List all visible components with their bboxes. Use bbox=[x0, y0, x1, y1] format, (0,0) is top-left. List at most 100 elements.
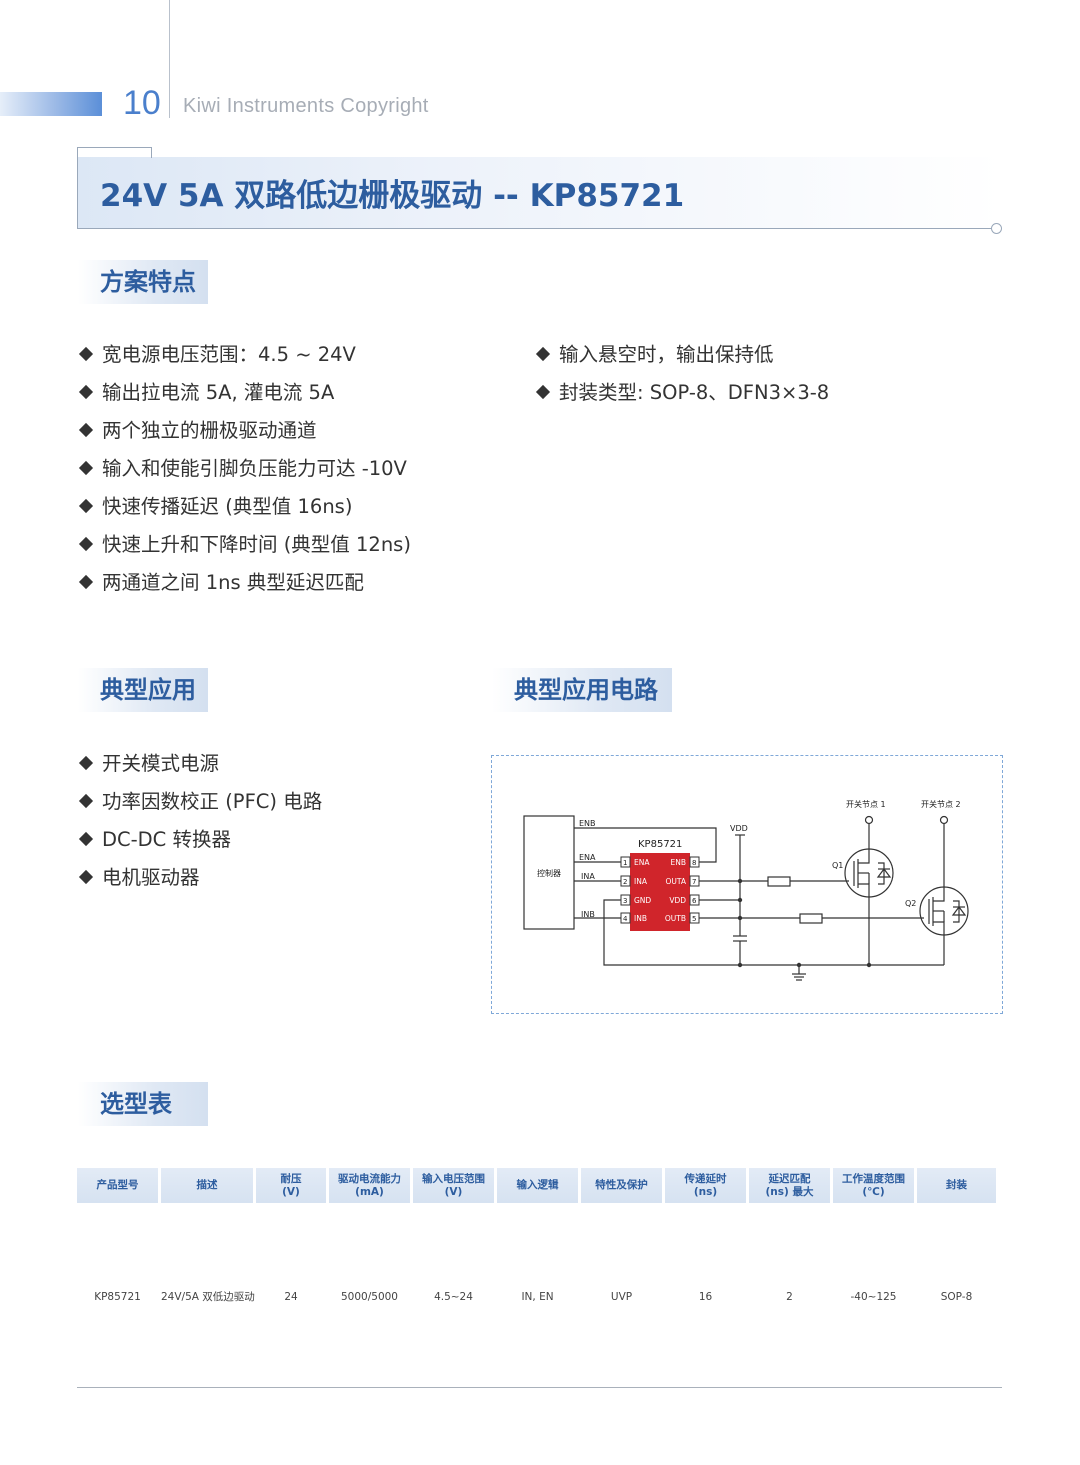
table-header-cell: 封装 bbox=[917, 1168, 996, 1203]
pin-name-inb: INB bbox=[634, 914, 647, 923]
table-header-text: 封装 bbox=[946, 1179, 967, 1191]
resistor-r1 bbox=[767, 876, 791, 887]
diamond-bullet-icon bbox=[78, 460, 94, 476]
section-circuit: 典型应用电路 bbox=[492, 668, 672, 712]
list-item-text: 功率因数校正 (PFC) 电路 bbox=[102, 790, 323, 813]
table-header-text: (V) bbox=[444, 1185, 463, 1198]
diamond-bullet-icon bbox=[78, 755, 94, 771]
q2-label: Q2 bbox=[905, 899, 916, 908]
list-item: 开关模式电源 bbox=[78, 745, 322, 783]
title-banner bbox=[77, 157, 1002, 229]
table-cell: SOP-8 bbox=[940, 1291, 973, 1303]
ctrl-pin-inb: INB bbox=[581, 910, 595, 919]
pin-num-3: 3 bbox=[623, 897, 627, 905]
switch-node-1 bbox=[864, 815, 874, 825]
table-header-text: (ns) 最大 bbox=[765, 1185, 814, 1198]
list-item: DC-DC 转换器 bbox=[78, 821, 322, 859]
list-item: 两通道之间 1ns 典型延迟匹配 bbox=[78, 564, 411, 602]
list-item: 快速上升和下降时间 (典型值 12ns) bbox=[78, 526, 411, 564]
list-item: 输入和使能引脚负压能力可达 -10V bbox=[78, 450, 411, 488]
table-header-cell: 描述 bbox=[161, 1168, 253, 1203]
list-item: 输出拉电流 5A, 灌电流 5A bbox=[78, 374, 411, 412]
table-header-cell: 输入电压范围(V) bbox=[413, 1168, 494, 1203]
table-cell: IN, EN bbox=[521, 1291, 554, 1303]
list-item-text: 快速上升和下降时间 (典型值 12ns) bbox=[102, 533, 411, 556]
header-accent-bar bbox=[0, 92, 102, 116]
diamond-bullet-icon bbox=[78, 346, 94, 362]
diamond-bullet-icon bbox=[78, 831, 94, 847]
switch-node-2-label: 开关节点 2 bbox=[921, 799, 961, 809]
table-header-cell: 输入逻辑 bbox=[497, 1168, 578, 1203]
list-item-text: 快速传播延迟 (典型值 16ns) bbox=[102, 495, 353, 518]
controller-box bbox=[523, 815, 575, 930]
table-header-cell: 驱动电流能力(mA) bbox=[329, 1168, 410, 1203]
table-cell: KP85721 bbox=[94, 1291, 141, 1303]
list-item-text: 两个独立的栅极驱动通道 bbox=[102, 419, 317, 442]
diamond-bullet-icon bbox=[535, 346, 551, 362]
pin-num-2: 2 bbox=[623, 878, 627, 886]
table-header-row: 产品型号描述耐压(V)驱动电流能力(mA)输入电压范围(V)输入逻辑特性及保护传… bbox=[77, 1168, 1002, 1203]
header-divider bbox=[169, 0, 170, 118]
table-header-text: 传递延时 bbox=[684, 1172, 727, 1185]
table-header-text: 工作温度范围 bbox=[842, 1172, 905, 1185]
list-item: 输入悬空时，输出保持低 bbox=[535, 336, 829, 374]
title-line-end-dot bbox=[991, 223, 1002, 234]
vdd-label: VDD bbox=[730, 824, 748, 833]
table-cell: 5000/5000 bbox=[341, 1291, 398, 1303]
table-header-cell: 产品型号 bbox=[77, 1168, 158, 1203]
ctrl-pin-ina: INA bbox=[581, 872, 595, 881]
features-list-left: 宽电源电压范围：4.5 ~ 24V 输出拉电流 5A, 灌电流 5A 两个独立的栅极… bbox=[78, 336, 411, 602]
circuit-frame: 控制器 KP85721 VDD 开关节点 1 开关节点 2 Q1 Q2 ENB … bbox=[491, 755, 1003, 1014]
table-header-text: (V) bbox=[282, 1185, 300, 1198]
features-list-right: 输入悬空时，输出保持低封装类型: SOP-8、DFN3×3-8 bbox=[535, 336, 829, 412]
table-header-cell: 耐压(V) bbox=[256, 1168, 326, 1203]
table-cell: 24 bbox=[284, 1291, 298, 1303]
pin-num-5: 5 bbox=[692, 915, 696, 923]
pin-name-outa: OUTA bbox=[665, 877, 686, 886]
pin-name-vdd: VDD bbox=[669, 896, 686, 905]
list-item: 功率因数校正 (PFC) 电路 bbox=[78, 783, 323, 821]
table-header-text: 特性及保护 bbox=[595, 1179, 648, 1191]
bottom-divider bbox=[77, 1387, 1002, 1388]
section-selection: 选型表 bbox=[78, 1082, 208, 1126]
table-header-text: 输入电压范围 bbox=[422, 1172, 485, 1185]
table-header-cell: 特性及保护 bbox=[581, 1168, 662, 1203]
pin-name-ena: ENA bbox=[634, 858, 650, 867]
controller-label: 控制器 bbox=[537, 868, 561, 878]
ctrl-pin-ena: ENA bbox=[579, 853, 596, 862]
table-header-cell: 传递延时(ns) bbox=[665, 1168, 746, 1203]
list-item-text: 输出拉电流 5A, 灌电流 5A bbox=[102, 381, 335, 404]
pin-name-ina: INA bbox=[634, 877, 648, 886]
title-notch bbox=[77, 147, 152, 158]
list-item-text: 输入和使能引脚负压能力可达 -10V bbox=[102, 457, 407, 480]
table-cell: -40~125 bbox=[850, 1291, 897, 1303]
pin-num-1: 1 bbox=[623, 859, 627, 867]
list-item: 电机驱动器 bbox=[78, 859, 322, 897]
table-header-text: (mA) bbox=[355, 1185, 384, 1198]
list-item-text: 宽电源电压范围：4.5 ~ 24V bbox=[102, 343, 356, 366]
list-item: 快速传播延迟 (典型值 16ns) bbox=[78, 488, 411, 526]
diamond-bullet-icon bbox=[78, 498, 94, 514]
applications-list: 开关模式电源功率因数校正 (PFC) 电路 DC-DC 转换器电机驱动器 bbox=[78, 745, 323, 897]
circuit-diagram: 控制器 KP85721 VDD 开关节点 1 开关节点 2 Q1 Q2 ENB … bbox=[523, 799, 969, 981]
table-header-text: 产品型号 bbox=[96, 1179, 139, 1191]
pin-num-7: 7 bbox=[692, 878, 696, 886]
diamond-bullet-icon bbox=[78, 793, 94, 809]
pin-name-outb: OUTB bbox=[665, 914, 686, 923]
chip-name-label: KP85721 bbox=[638, 839, 682, 850]
diamond-bullet-icon bbox=[535, 384, 551, 400]
list-item-text: 两通道之间 1ns 典型延迟匹配 bbox=[102, 571, 364, 594]
table-header-cell: 工作温度范围(℃) bbox=[833, 1168, 914, 1203]
table-header-text: (℃) bbox=[862, 1185, 885, 1198]
table-cell: 24V/5A 双低边驱动 bbox=[161, 1291, 255, 1303]
list-item-text: DC-DC 转换器 bbox=[102, 828, 231, 851]
table-header-cell: 延迟匹配(ns) 最大 bbox=[749, 1168, 830, 1203]
ctrl-pin-enb: ENB bbox=[579, 819, 596, 828]
table-header-text: 描述 bbox=[196, 1179, 218, 1191]
table-cell: 2 bbox=[786, 1291, 793, 1303]
pin-name-enb: ENB bbox=[671, 858, 687, 867]
table-cell: 16 bbox=[698, 1291, 713, 1303]
section-features: 方案特点 bbox=[78, 260, 208, 304]
page-title: 24V 5A 双路低边栅极驱动 -- KP85721 bbox=[100, 178, 685, 214]
table-cell: UVP bbox=[610, 1291, 633, 1303]
